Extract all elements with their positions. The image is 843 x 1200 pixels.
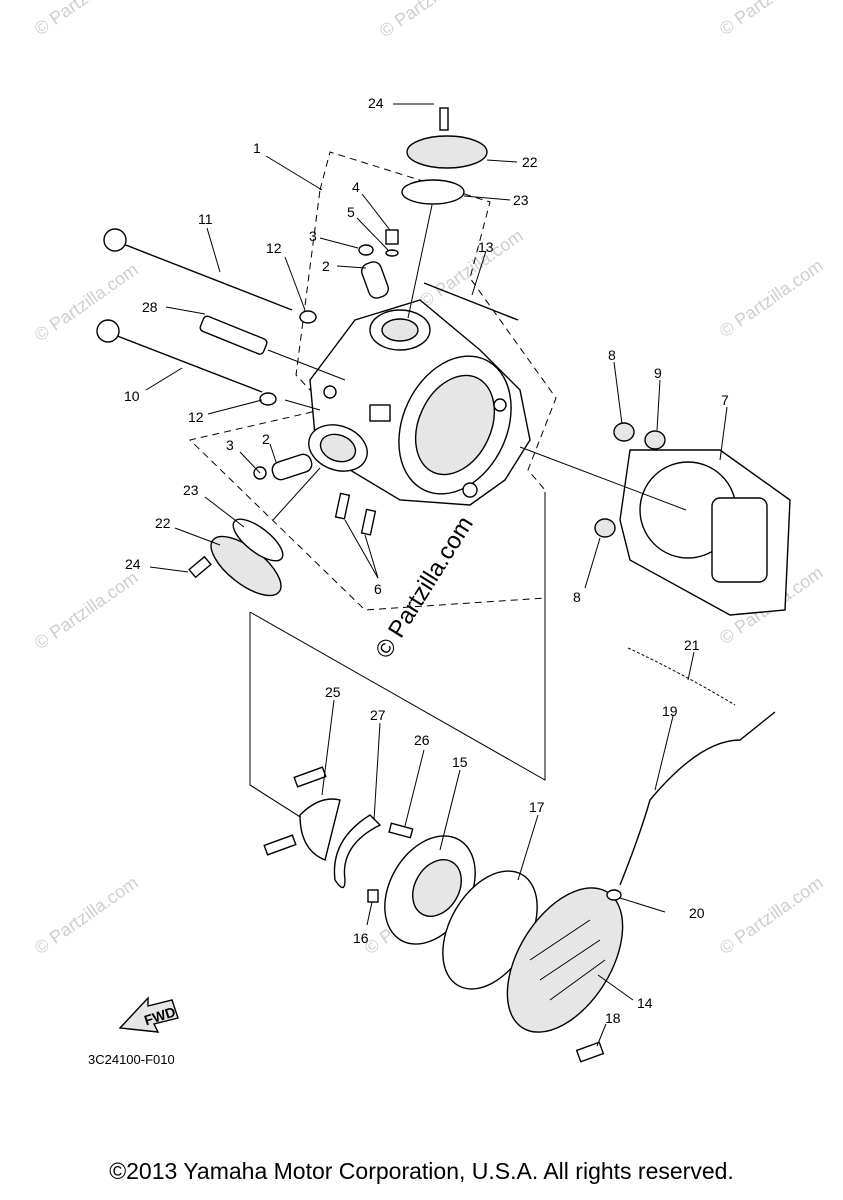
spark-plug-28	[199, 315, 268, 355]
dowel-8-upper	[613, 422, 635, 442]
callout-8: 8	[608, 347, 616, 363]
watermark-text: © Partzilla.com	[31, 567, 142, 653]
callout-23: 23	[513, 192, 529, 208]
cylinder-head-gasket-7	[619, 449, 791, 616]
callout-9: 9	[654, 365, 662, 381]
dowel-pin-2-lower	[271, 453, 313, 481]
dowel-pin-2-upper	[361, 261, 389, 299]
head-bolt-11	[103, 228, 293, 311]
bolt-18	[575, 1041, 605, 1063]
callout-3: 3	[226, 437, 234, 453]
stud-bolt-13	[423, 282, 519, 321]
watermark-text: © Partzilla.com	[416, 225, 527, 311]
cylinder-head	[308, 299, 531, 506]
callout-24: 24	[125, 556, 141, 572]
callout-labels: 1 24 22 23 4 5 3 2 11 12 13 28 10 12 3 2…	[124, 95, 729, 1026]
callout-4: 4	[352, 179, 360, 195]
dowel-8-lower	[594, 518, 616, 538]
callout-3: 3	[309, 228, 317, 244]
watermark-text: © Partzilla.com	[31, 0, 142, 39]
hose-19	[619, 711, 776, 886]
bolt-24-lower	[188, 555, 212, 579]
watermark-text: © Partzilla.com	[716, 255, 827, 341]
callout-27: 27	[370, 707, 386, 723]
callout-1: 1	[253, 140, 261, 156]
cover-group-outline	[249, 612, 306, 821]
bolt-26	[388, 822, 414, 839]
tappet-cover-22-upper	[406, 135, 488, 169]
callout-24: 24	[368, 95, 384, 111]
stud-6-left	[334, 492, 351, 520]
callout-14: 14	[637, 995, 653, 1011]
washer-12-upper	[299, 310, 317, 324]
callout-11: 11	[198, 211, 213, 227]
bolt-4	[385, 229, 399, 245]
o-ring-23-upper	[401, 179, 465, 205]
cover-group-bracket	[249, 612, 306, 821]
center-watermark: © Partzilla.com	[370, 512, 479, 663]
stud-6-right	[360, 508, 377, 536]
callout-21: 21	[684, 637, 700, 653]
guide-25	[263, 766, 341, 861]
o-ring-3-upper	[358, 244, 374, 256]
callout-2: 2	[322, 258, 330, 274]
o-ring-9	[644, 430, 666, 450]
callout-25: 25	[325, 684, 341, 700]
washer-12-lower	[259, 392, 277, 406]
watermark-text: © Partzilla.com	[31, 872, 142, 958]
cover-group-bracket	[249, 492, 546, 781]
callout-20: 20	[689, 905, 705, 921]
callout-12: 12	[188, 409, 204, 425]
callout-28: 28	[142, 299, 158, 315]
tie-band-21	[627, 647, 736, 706]
bolt-16	[367, 889, 379, 903]
callout-19: 19	[662, 703, 678, 719]
watermark-text: © Partzilla.com	[376, 0, 487, 41]
callout-15: 15	[452, 754, 468, 770]
clamp-20	[606, 889, 622, 901]
callout-22: 22	[155, 515, 171, 531]
watermark-text: © Partzilla.com	[716, 872, 827, 958]
fwd-arrow-icon: FWD	[118, 996, 179, 1033]
head-bolt-10	[96, 319, 263, 393]
callout-13: 13	[478, 239, 494, 255]
watermark-text: © Partzilla.com	[716, 0, 827, 39]
callout-26: 26	[414, 732, 430, 748]
callout-22: 22	[522, 154, 538, 170]
leader-lines	[145, 103, 728, 1047]
bolt-24-upper	[439, 107, 449, 131]
copyright-notice: ©2013 Yamaha Motor Corporation, U.S.A. A…	[109, 1158, 734, 1184]
callout-8: 8	[573, 589, 581, 605]
o-ring-23-lower	[232, 518, 284, 562]
callout-16: 16	[353, 930, 369, 946]
washer-5	[385, 249, 399, 257]
diagram-code: 3C24100-F010	[88, 1052, 175, 1067]
watermark-text: © Partzilla.com	[31, 259, 142, 345]
callout-6: 6	[374, 581, 382, 597]
callout-7: 7	[721, 392, 729, 408]
callout-18: 18	[605, 1010, 621, 1026]
callout-23: 23	[183, 482, 199, 498]
callout-5: 5	[347, 204, 355, 220]
callout-17: 17	[529, 799, 545, 815]
callout-12: 12	[266, 240, 282, 256]
callout-10: 10	[124, 388, 140, 404]
callout-2: 2	[262, 431, 270, 447]
plate-27	[333, 814, 382, 889]
